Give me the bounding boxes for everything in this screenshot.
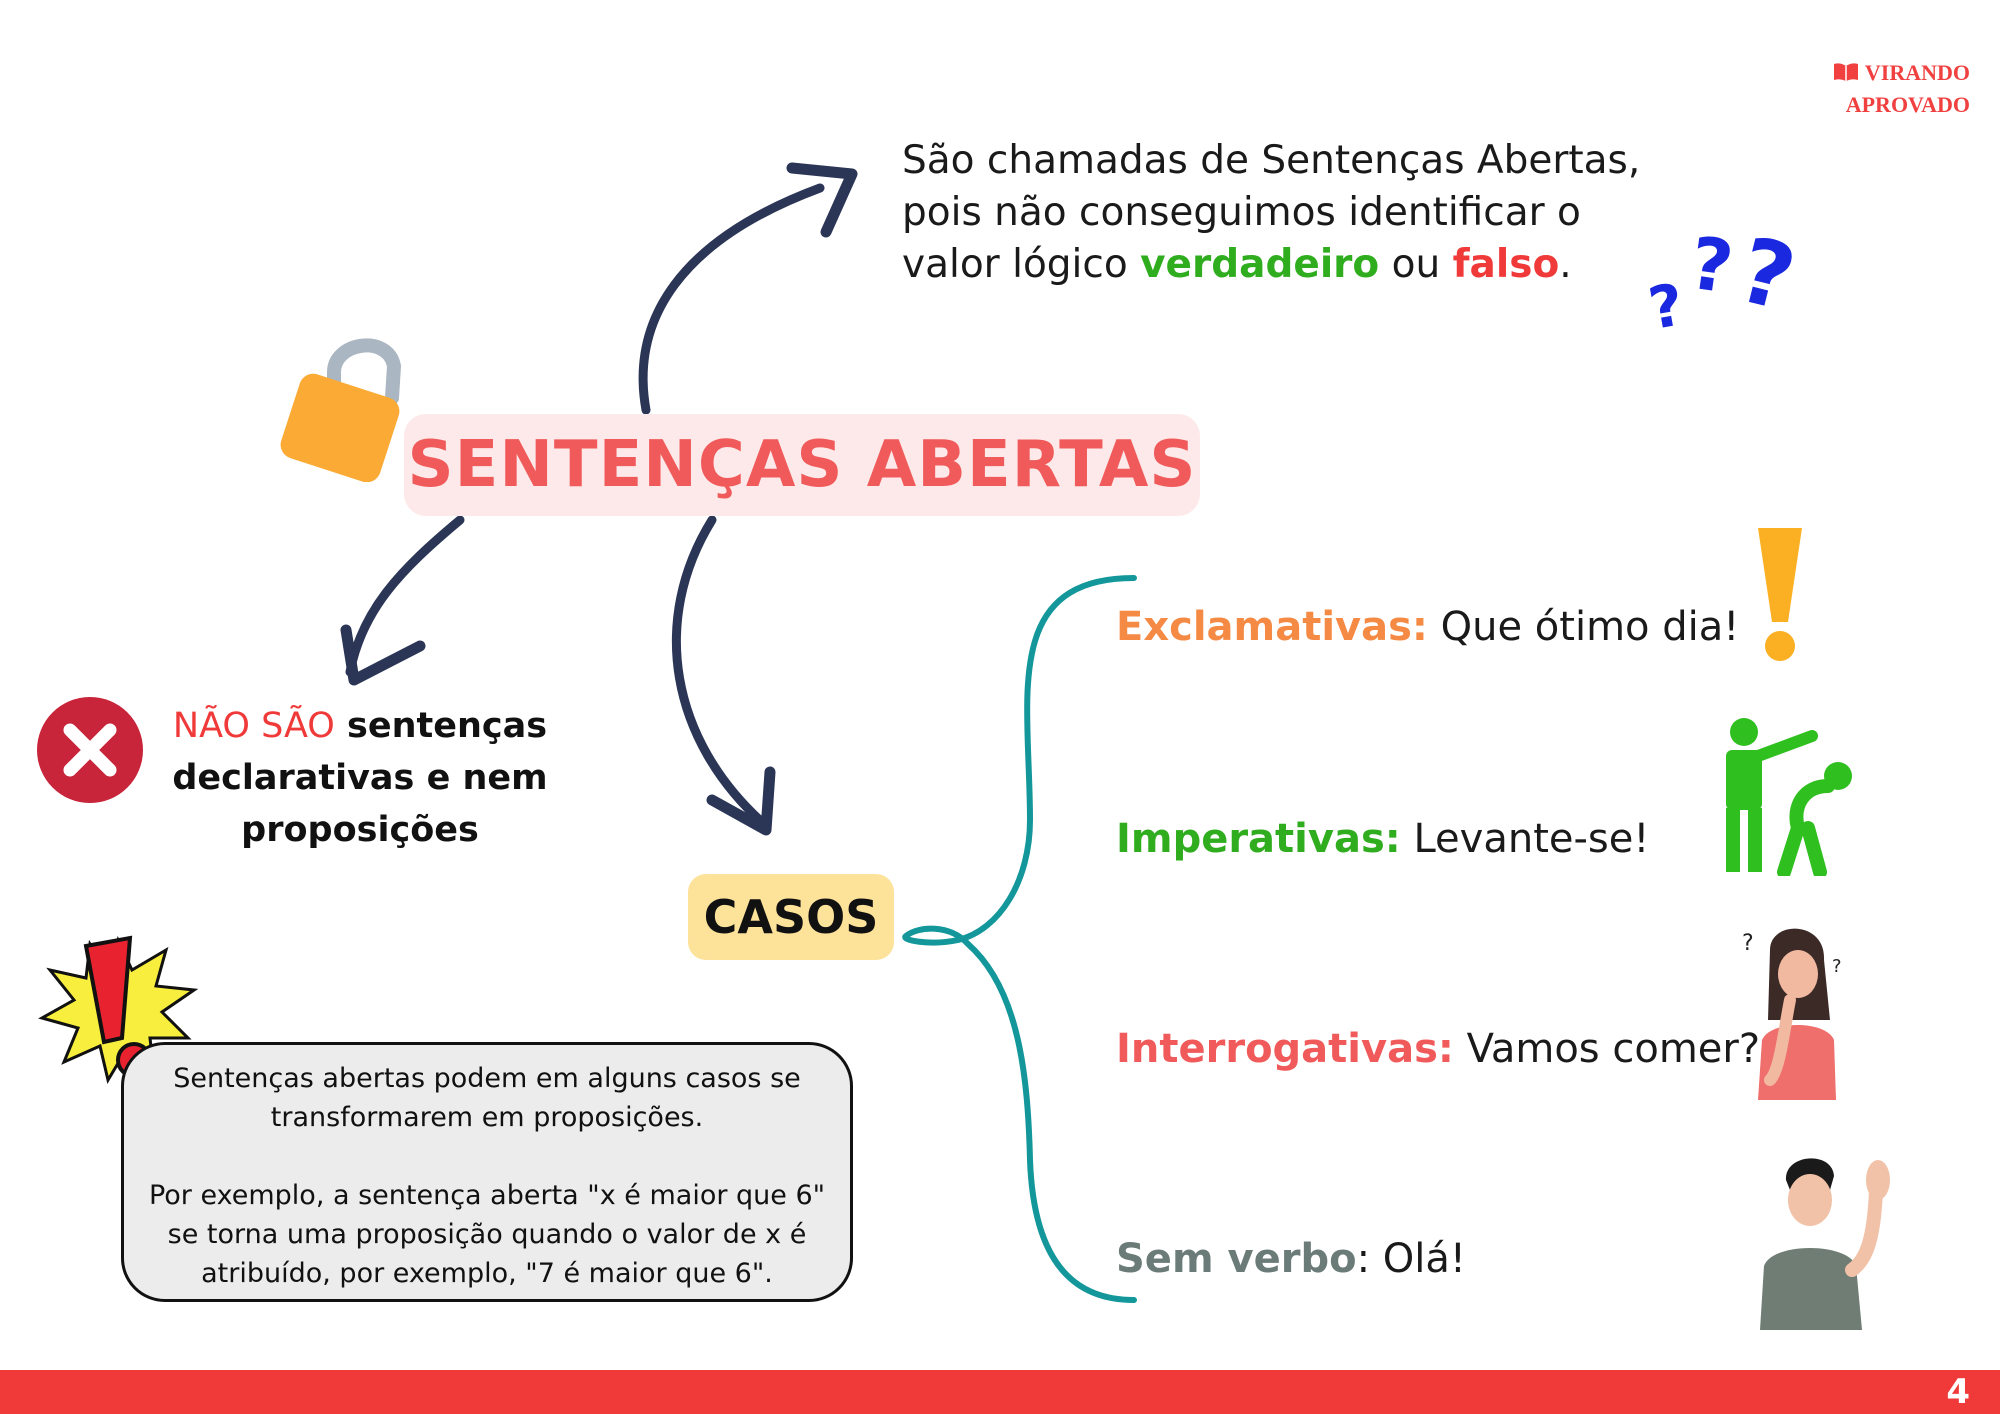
definition-prefix: São chamadas de Sentenças Abertas, pois …	[902, 138, 1641, 287]
case-label: Interrogativas:	[1116, 1026, 1454, 1072]
arrow-to-casos	[671, 515, 769, 829]
close-circle-icon	[36, 696, 144, 808]
svg-text:?: ?	[1685, 221, 1738, 310]
page-number: 4	[1946, 1372, 1970, 1412]
question-marks-icon: ? ? ?	[1644, 210, 1810, 344]
brand-line1: VIRANDO	[1864, 60, 1970, 85]
not-are-rest: sentenças declarativas e nem proposições	[172, 706, 548, 850]
arrow-to-not-are	[345, 515, 465, 677]
svg-text:?: ?	[1742, 931, 1754, 956]
pointing-person-icon	[1708, 716, 1858, 880]
case-label: Imperativas:	[1116, 816, 1401, 862]
case-example: Levante-se!	[1400, 816, 1650, 862]
arrow-to-definition	[638, 183, 825, 415]
not-are-text: NÃO SÃO sentenças declarativas e nem pro…	[150, 700, 570, 856]
true-word: verdadeiro	[1140, 242, 1380, 287]
definition-text: São chamadas de Sentenças Abertas, pois …	[902, 135, 1662, 291]
cases-brace	[902, 575, 1137, 1303]
open-padlock-icon	[278, 322, 418, 486]
case-example: : Olá!	[1356, 1236, 1466, 1282]
exclamation-icon	[1750, 526, 1810, 670]
arrowhead-definition	[786, 162, 858, 238]
svg-text:?: ?	[1650, 270, 1689, 340]
note-box: Sentenças abertas podem em alguns casos …	[121, 1042, 853, 1302]
main-title: SENTENÇAS ABERTAS	[407, 428, 1197, 502]
case-interrogativas: Interrogativas: Vamos comer?	[1116, 1026, 1760, 1072]
case-label: Exclamativas:	[1116, 604, 1428, 650]
casos-label: CASOS	[703, 890, 879, 944]
case-sem-verbo: Sem verbo: Olá!	[1116, 1236, 1466, 1282]
case-label: Sem verbo	[1116, 1236, 1357, 1282]
case-example: Vamos comer?	[1453, 1026, 1761, 1072]
brand-logo: VIRANDO APROVADO	[1833, 58, 1970, 120]
thinking-woman-icon: ? ?	[1740, 920, 1850, 1104]
svg-text:?: ?	[1729, 218, 1805, 333]
arrowhead-not-are	[340, 624, 426, 686]
waving-man-icon	[1756, 1150, 1906, 1334]
case-exclamativas: Exclamativas: Que ótimo dia!	[1116, 604, 1739, 650]
book-icon	[1833, 60, 1859, 90]
casos-box: CASOS	[688, 874, 894, 960]
note-paragraph-1: Sentenças abertas podem em alguns casos …	[173, 1063, 801, 1133]
definition-end: .	[1559, 242, 1572, 287]
definition-middle: ou	[1379, 242, 1453, 287]
note-paragraph-2: Por exemplo, a sentença aberta "x é maio…	[148, 1180, 826, 1289]
alert-burst-icon	[38, 934, 199, 1088]
case-imperativas: Imperativas: Levante-se!	[1116, 816, 1649, 862]
main-title-box: SENTENÇAS ABERTAS	[404, 414, 1200, 516]
not-are-highlight: NÃO SÃO	[172, 706, 335, 746]
footer-bar	[0, 1370, 2000, 1414]
brand-line2: APROVADO	[1845, 92, 1970, 117]
svg-text:?: ?	[1832, 956, 1842, 977]
arrowhead-casos	[706, 766, 776, 836]
false-word: falso	[1452, 242, 1560, 287]
case-example: Que ótimo dia!	[1427, 604, 1740, 650]
